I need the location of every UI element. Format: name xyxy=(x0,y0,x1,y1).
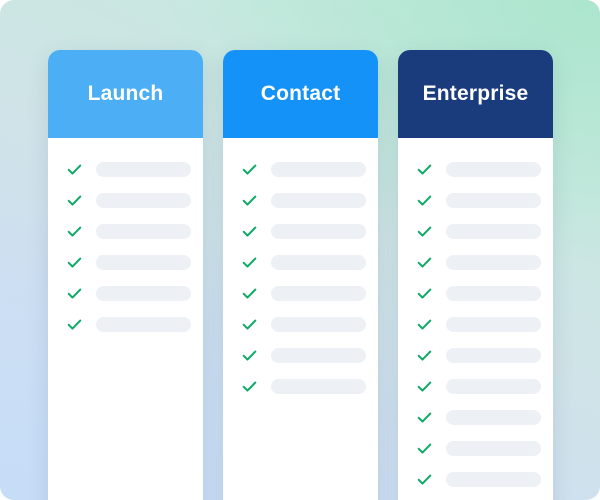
card-header-contact: Contact xyxy=(223,50,378,138)
feature-row xyxy=(223,247,378,278)
feature-placeholder-bar xyxy=(271,286,366,301)
feature-placeholder-bar xyxy=(271,224,366,239)
feature-row xyxy=(48,185,203,216)
pricing-card-enterprise[interactable]: Enterprise xyxy=(398,50,553,500)
feature-placeholder-bar xyxy=(96,255,191,270)
feature-row xyxy=(398,340,553,371)
feature-row xyxy=(398,185,553,216)
feature-row xyxy=(398,216,553,247)
feature-row xyxy=(223,371,378,402)
feature-row xyxy=(223,185,378,216)
check-icon xyxy=(417,226,432,237)
card-title-enterprise: Enterprise xyxy=(422,82,529,105)
pricing-card-launch[interactable]: Launch xyxy=(48,50,203,500)
check-icon xyxy=(242,164,257,175)
check-icon xyxy=(417,443,432,454)
feature-placeholder-bar xyxy=(446,410,541,425)
check-icon xyxy=(242,319,257,330)
feature-placeholder-bar xyxy=(271,255,366,270)
check-icon xyxy=(67,288,82,299)
check-icon xyxy=(242,381,257,392)
feature-row xyxy=(223,216,378,247)
feature-placeholder-bar xyxy=(271,193,366,208)
card-title-contact: Contact xyxy=(260,82,341,105)
feature-row xyxy=(223,309,378,340)
feature-placeholder-bar xyxy=(446,317,541,332)
feature-placeholder-bar xyxy=(271,379,366,394)
card-body-launch xyxy=(48,138,203,340)
feature-row xyxy=(398,464,553,495)
feature-placeholder-bar xyxy=(446,224,541,239)
check-icon xyxy=(242,257,257,268)
feature-placeholder-bar xyxy=(96,317,191,332)
feature-row xyxy=(398,154,553,185)
feature-row xyxy=(398,433,553,464)
feature-placeholder-bar xyxy=(96,162,191,177)
feature-row xyxy=(223,278,378,309)
feature-row xyxy=(223,154,378,185)
check-icon xyxy=(417,474,432,485)
feature-placeholder-bar xyxy=(446,286,541,301)
feature-row xyxy=(48,154,203,185)
card-title-launch: Launch xyxy=(87,82,164,105)
check-icon xyxy=(417,195,432,206)
card-header-launch: Launch xyxy=(48,50,203,138)
check-icon xyxy=(67,195,82,206)
check-icon xyxy=(417,164,432,175)
feature-placeholder-bar xyxy=(271,348,366,363)
feature-placeholder-bar xyxy=(446,162,541,177)
feature-placeholder-bar xyxy=(446,441,541,456)
check-icon xyxy=(417,350,432,361)
feature-row xyxy=(48,247,203,278)
card-body-enterprise xyxy=(398,138,553,495)
feature-placeholder-bar xyxy=(96,286,191,301)
check-icon xyxy=(67,226,82,237)
feature-placeholder-bar xyxy=(96,193,191,208)
feature-row xyxy=(398,247,553,278)
feature-row xyxy=(398,371,553,402)
feature-row xyxy=(48,216,203,247)
feature-row xyxy=(48,309,203,340)
check-icon xyxy=(242,288,257,299)
check-icon xyxy=(417,319,432,330)
pricing-card-contact[interactable]: Contact xyxy=(223,50,378,500)
check-icon xyxy=(67,319,82,330)
check-icon xyxy=(242,195,257,206)
feature-placeholder-bar xyxy=(446,348,541,363)
feature-row xyxy=(48,278,203,309)
check-icon xyxy=(67,164,82,175)
feature-row xyxy=(398,278,553,309)
feature-placeholder-bar xyxy=(96,224,191,239)
feature-row xyxy=(398,309,553,340)
check-icon xyxy=(242,226,257,237)
check-icon xyxy=(417,412,432,423)
check-icon xyxy=(242,350,257,361)
check-icon xyxy=(67,257,82,268)
feature-placeholder-bar xyxy=(446,193,541,208)
check-icon xyxy=(417,288,432,299)
feature-placeholder-bar xyxy=(446,379,541,394)
check-icon xyxy=(417,257,432,268)
feature-placeholder-bar xyxy=(271,162,366,177)
feature-row xyxy=(398,402,553,433)
card-header-enterprise: Enterprise xyxy=(398,50,553,138)
card-body-contact xyxy=(223,138,378,402)
check-icon xyxy=(417,381,432,392)
feature-placeholder-bar xyxy=(446,472,541,487)
feature-placeholder-bar xyxy=(271,317,366,332)
feature-row xyxy=(223,340,378,371)
feature-placeholder-bar xyxy=(446,255,541,270)
